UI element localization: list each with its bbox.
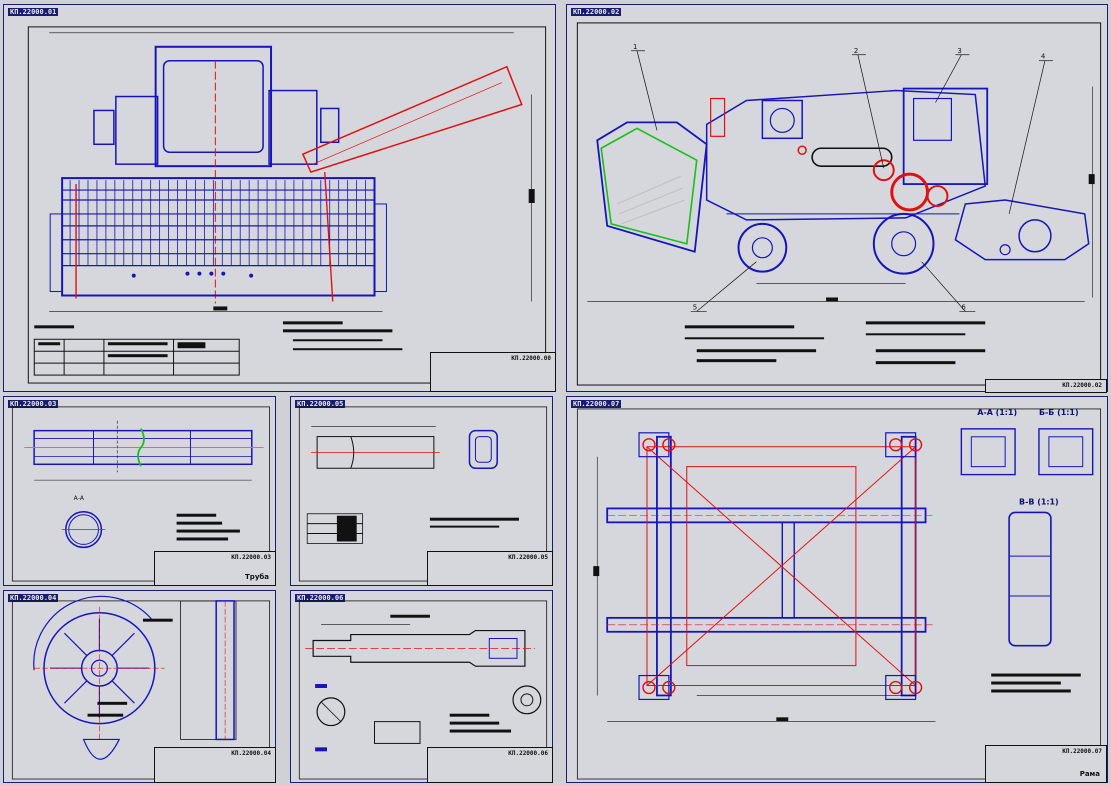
section-label-vv: В-В (1:1) bbox=[1019, 497, 1059, 506]
sheet-front-view[interactable]: КП.22000.01 bbox=[3, 4, 556, 392]
pulley-spoke bbox=[111, 632, 135, 657]
title-block: КП.22000.04 bbox=[154, 747, 276, 783]
stamp-code: КП.22000.03 bbox=[231, 554, 271, 561]
sheet-side-view[interactable]: КП.22000.02 bbox=[566, 4, 1108, 393]
title-block: КП.22000.03 Труба bbox=[154, 551, 276, 586]
sheet-code-tag: КП.22000.05 bbox=[295, 400, 346, 408]
pipe-drawing: А-А bbox=[11, 406, 271, 582]
title-block: КП.22000.02 bbox=[985, 379, 1107, 393]
pulley-drawing bbox=[11, 595, 271, 780]
stamp-code: КП.22000.00 bbox=[511, 355, 551, 362]
sheet-frame[interactable]: КП.22000.07 bbox=[566, 396, 1108, 783]
sheet-code-tag: КП.22000.07 bbox=[571, 400, 622, 408]
sheet-pulley[interactable]: КП.22000.04 КП.22000.04 bbox=[3, 590, 276, 783]
callout-1: 1 bbox=[633, 43, 637, 51]
sheet-code-tag: КП.22000.02 bbox=[571, 8, 622, 16]
section-label-aa: А-А (1:1) bbox=[977, 408, 1017, 417]
callout-4: 4 bbox=[1041, 53, 1046, 61]
callout-3: 3 bbox=[957, 47, 961, 55]
frame-drawing: А-А (1:1) Б-Б (1:1) В-В (1:1) bbox=[576, 408, 1102, 780]
pulley-spoke bbox=[111, 680, 135, 704]
sheet-profile[interactable]: КП.22000.05 КП.22000.05 bbox=[290, 396, 553, 586]
title-block: КП.22000.05 bbox=[427, 551, 553, 586]
profile-drawing bbox=[298, 406, 548, 582]
section-label-aa: А-А bbox=[74, 495, 84, 502]
stamp-title: Рама bbox=[1079, 770, 1100, 778]
title-block: КП.22000.07 Рама bbox=[985, 745, 1107, 783]
pulley-spoke bbox=[64, 680, 88, 704]
shaft-drawing bbox=[298, 600, 548, 780]
sheet-code-tag: КП.22000.04 bbox=[8, 594, 59, 602]
stamp-code: КП.22000.07 bbox=[1062, 748, 1102, 755]
front-view-drawing bbox=[27, 26, 547, 384]
sheet-code-tag: КП.22000.01 bbox=[8, 8, 59, 16]
sheet-code-tag: КП.22000.06 bbox=[295, 594, 346, 602]
title-block: КП.22000.00 bbox=[430, 352, 556, 392]
side-view-drawing: 1 2 3 4 5 6 bbox=[576, 22, 1102, 386]
callout-6: 6 bbox=[961, 303, 965, 311]
stamp-title: Труба bbox=[245, 573, 269, 581]
sheet-pipe[interactable]: КП.22000.03 А-А КП.22000.03 Труба bbox=[3, 396, 276, 586]
stamp-code: КП.22000.05 bbox=[508, 554, 548, 561]
stamp-code: КП.22000.04 bbox=[231, 750, 271, 757]
pulley-spoke bbox=[64, 632, 88, 657]
callout-5: 5 bbox=[693, 303, 697, 311]
sheet-code-tag: КП.22000.03 bbox=[8, 400, 59, 408]
stamp-code: КП.22000.02 bbox=[1062, 382, 1102, 389]
sheet-shaft[interactable]: КП.22000.06 КП.22000.06 bbox=[290, 590, 553, 783]
stamp-code: КП.22000.06 bbox=[508, 750, 548, 757]
title-block: КП.22000.06 bbox=[427, 747, 553, 783]
section-label-bb: Б-Б (1:1) bbox=[1039, 408, 1079, 417]
callout-2: 2 bbox=[854, 47, 858, 55]
